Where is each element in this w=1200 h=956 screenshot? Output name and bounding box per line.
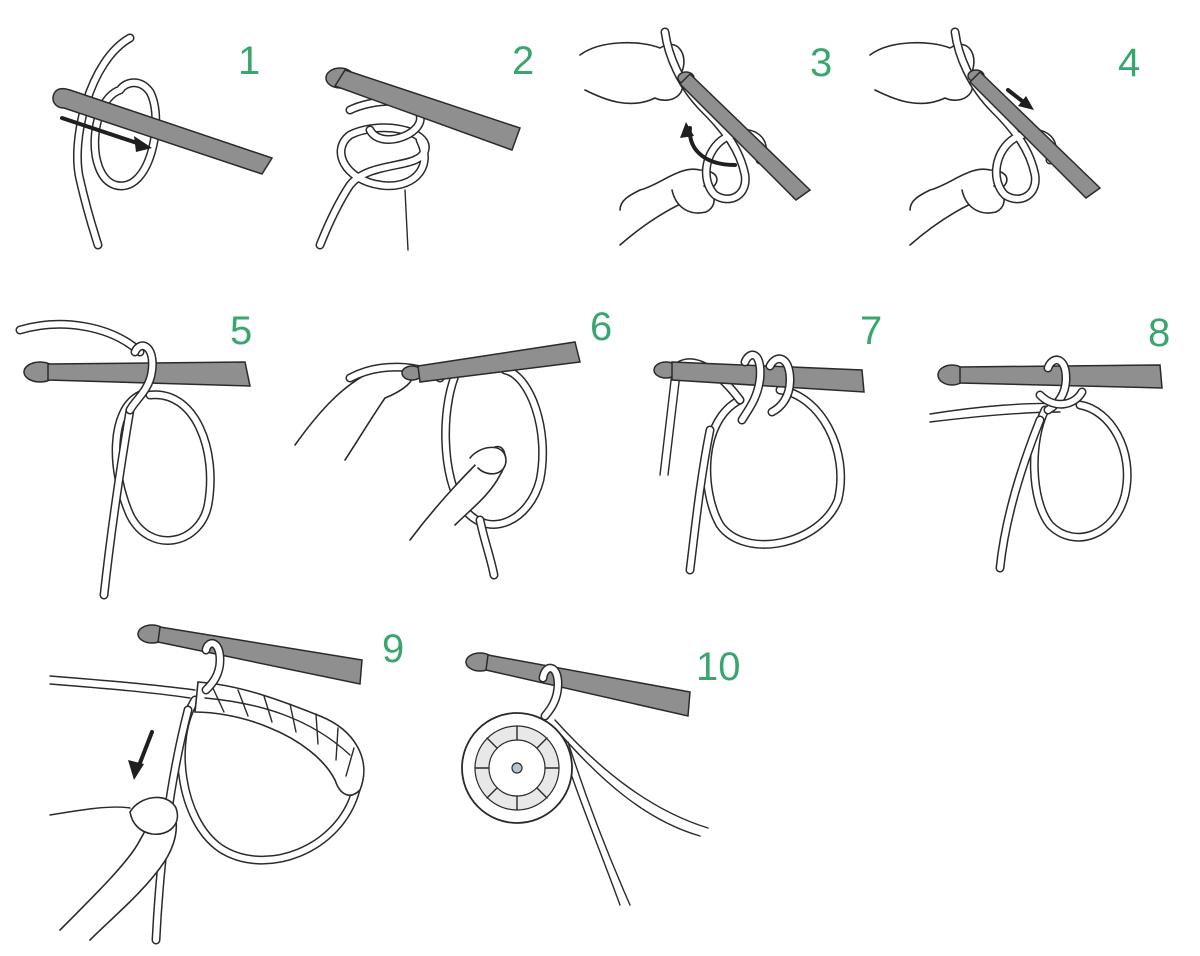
crochet-hook <box>677 71 812 201</box>
working-yarn <box>49 675 196 699</box>
yarn-tail-left <box>659 371 681 476</box>
crochet-hook <box>325 67 521 151</box>
step-9-panel: 9 <box>49 624 404 945</box>
crochet-ring <box>461 712 573 824</box>
direction-arrow <box>128 730 154 780</box>
step-6-panel: 6 <box>294 305 612 580</box>
stitch-chain <box>194 681 365 796</box>
direction-arrow <box>60 116 152 152</box>
lower-hand <box>619 168 718 246</box>
lower-hand <box>909 168 1008 246</box>
step-8-panel: 8 <box>929 311 1170 573</box>
yarn-loop <box>99 390 215 600</box>
direction-arrow <box>680 122 737 167</box>
stitches-on-hook <box>737 350 795 425</box>
step-number-2: 2 <box>512 39 534 83</box>
step-number-9: 9 <box>382 627 404 671</box>
step-1-panel: 1 <box>52 33 274 250</box>
step-number-1: 1 <box>238 39 260 83</box>
crochet-hook <box>967 69 1102 199</box>
yarn-tail <box>73 33 135 250</box>
working-yarn <box>15 319 145 357</box>
step-number-7: 7 <box>860 309 882 353</box>
stitch-on-hook <box>538 663 563 721</box>
step-number-10: 10 <box>696 645 741 689</box>
step-number-8: 8 <box>1148 311 1170 355</box>
stitch-on-hook <box>201 639 225 695</box>
step-number-5: 5 <box>230 309 252 353</box>
right-hand <box>409 445 507 541</box>
step-number-6: 6 <box>590 305 612 349</box>
step-10-panel: 10 <box>461 645 741 906</box>
crochet-hook <box>401 341 581 383</box>
crochet-hook <box>52 87 274 175</box>
crochet-hook <box>23 361 251 387</box>
yarn-loop <box>345 360 548 580</box>
step-7-panel: 7 <box>653 309 882 575</box>
step-2-panel: 2 <box>315 39 534 251</box>
step-4-panel: 4 <box>869 27 1140 246</box>
step-number-4: 4 <box>1118 41 1140 85</box>
hand <box>49 796 179 941</box>
yarn-loop <box>995 400 1132 573</box>
direction-arrow <box>1006 88 1034 110</box>
crochet-hook <box>937 364 1163 389</box>
stitch-on-hook <box>1035 355 1087 415</box>
crochet-hook <box>653 361 865 393</box>
crochet-hook <box>137 624 363 685</box>
yarn-loop <box>90 78 161 191</box>
step-number-3: 3 <box>810 41 832 85</box>
yarn-tails <box>554 719 709 906</box>
yarn-knot <box>315 96 430 251</box>
stitch-on-hook <box>125 341 157 415</box>
step-5-panel: 5 <box>15 309 252 600</box>
yarn <box>950 27 1057 204</box>
crochet-hook <box>465 652 691 717</box>
step-3-panel: 3 <box>579 27 832 246</box>
